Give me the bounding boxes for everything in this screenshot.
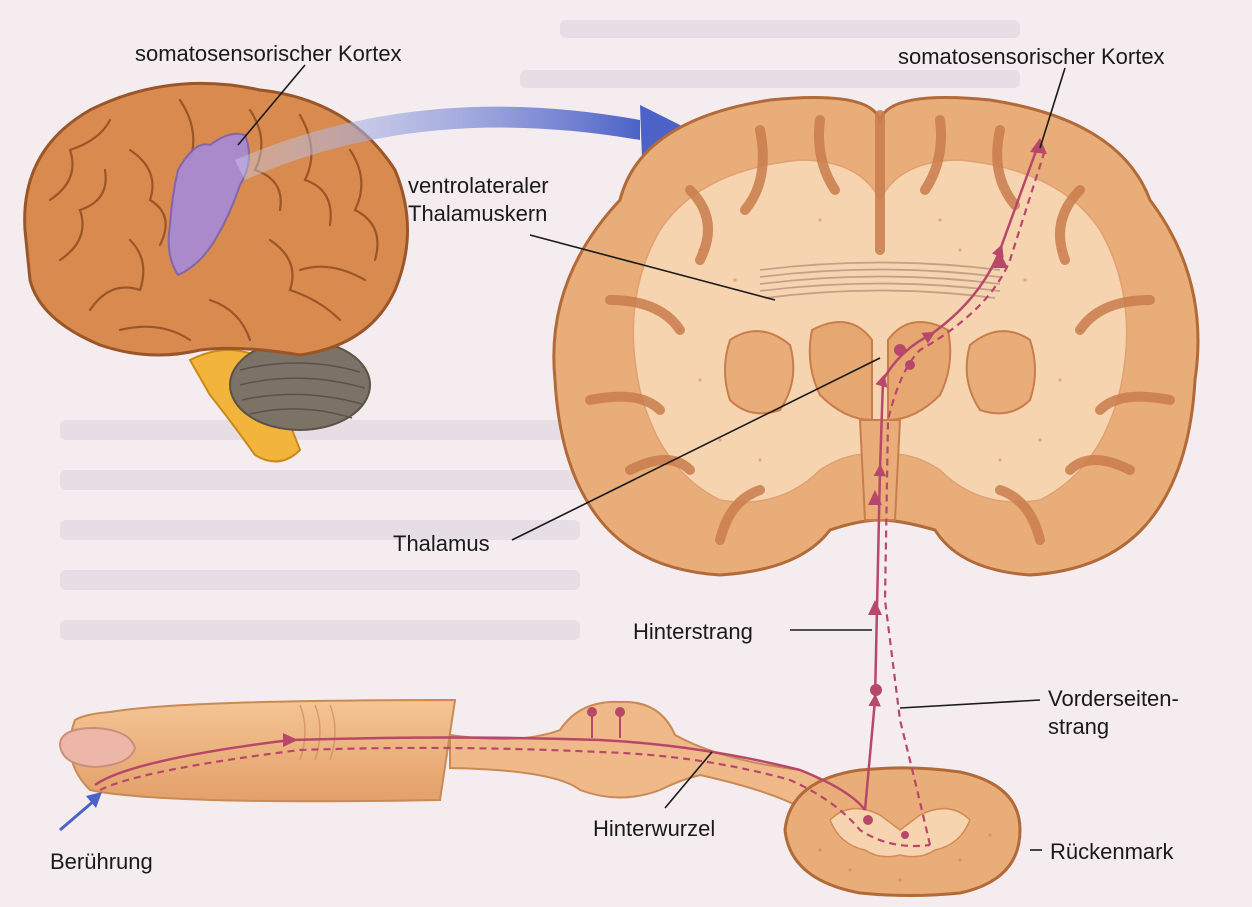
- label-cortex-right: somatosensorischer Kortex: [898, 43, 1165, 70]
- label-dorsal-column: Hinterstrang: [633, 618, 753, 645]
- label-anterolateral-line2: strang: [1048, 713, 1109, 740]
- label-thalamus-nucleus-line1: ventrolateraler: [408, 172, 549, 199]
- leader-anterolateral: [900, 700, 1040, 708]
- label-dorsal-root: Hinterwurzel: [593, 815, 715, 842]
- fingernail: [60, 728, 135, 767]
- finger: [60, 700, 455, 801]
- label-touch: Berührung: [50, 848, 153, 875]
- label-anterolateral-line1: Vorderseiten-: [1048, 685, 1179, 712]
- touch-arrow: [60, 792, 102, 830]
- label-cortex-left: somatosensorischer Kortex: [135, 40, 402, 67]
- dorsal-root: [450, 702, 840, 820]
- spinal-cord-section: [785, 768, 1020, 896]
- label-spinal-cord: Rückenmark: [1050, 838, 1173, 865]
- label-thalamus-nucleus-line2: Thalamuskern: [408, 200, 547, 227]
- label-thalamus: Thalamus: [393, 530, 490, 557]
